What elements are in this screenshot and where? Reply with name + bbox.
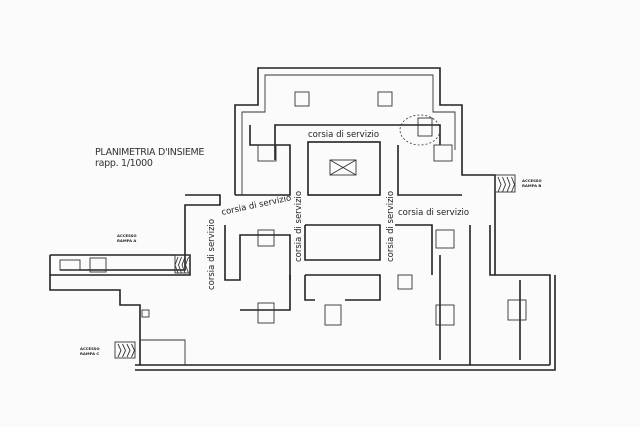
ramp-c-label: ACCESSO (80, 346, 100, 351)
ramp-b-label: RAMPA B (522, 183, 541, 188)
central-void (329, 159, 357, 176)
corridor-label: corsia di servizio (294, 191, 304, 262)
central-block (307, 141, 381, 196)
corridor-label: corsia di servizio (398, 208, 469, 218)
plan-scale: rapp. 1/1000 (95, 158, 153, 169)
ramp-a-label: ACCESSO (117, 233, 137, 238)
ramp-chevron (178, 256, 182, 274)
ramp-b-label: ACCESSO (522, 178, 542, 183)
ramp-chevron (117, 343, 122, 358)
corridor-label: corsia di servizio (221, 193, 293, 218)
plan-title: PLANIMETRIA D'INSIEME (95, 147, 204, 158)
stair-cores (89, 91, 527, 326)
corridor-label: corsia di servizio (308, 130, 379, 140)
ramp-chevron (131, 343, 135, 358)
ramp-chevron (502, 176, 506, 193)
ramps (114, 174, 516, 359)
ramp-chevron (506, 176, 511, 193)
ramp-chevron (185, 256, 189, 274)
ramp-c-label: RAMPA C (80, 351, 99, 356)
ramp-chevron (126, 343, 131, 358)
ramp-chevron (511, 176, 515, 193)
corridor-label: corsia di servizio (207, 219, 217, 290)
ramp-chevron (174, 256, 179, 274)
corridor-label: corsia di servizio (386, 191, 396, 262)
ramp-chevron (181, 256, 186, 274)
ramp-chevron (497, 176, 502, 193)
ramp-a-label: RAMPA A (117, 238, 136, 243)
ramp-chevron (122, 343, 126, 358)
